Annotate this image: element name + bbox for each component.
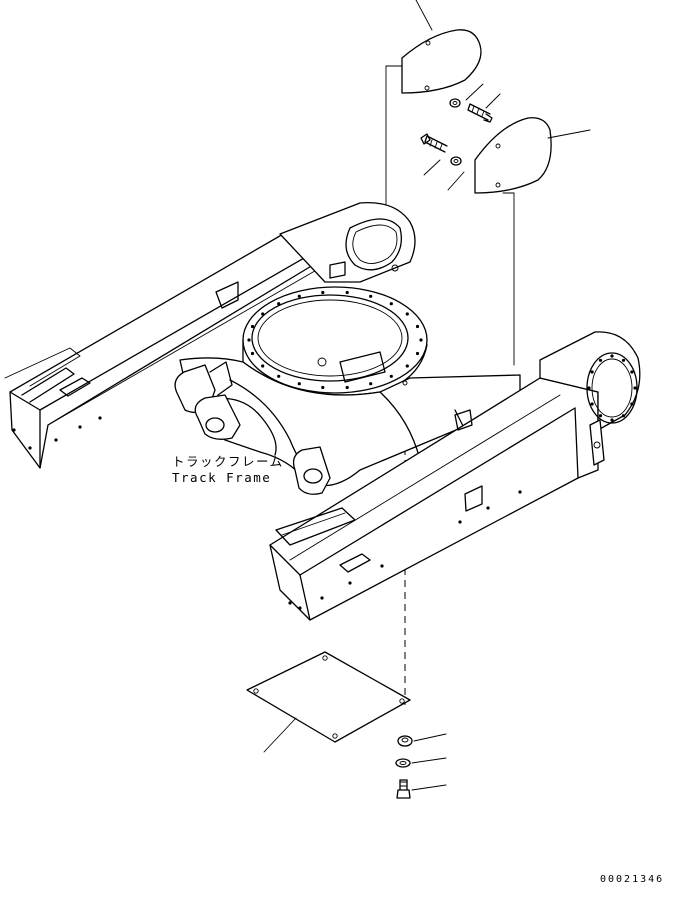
bolt-hole — [250, 324, 255, 329]
bolt-hole — [598, 414, 603, 418]
top-brackets — [329, 261, 473, 431]
bolt-hole — [250, 351, 255, 356]
bolt-hole — [345, 385, 349, 390]
front-left-housing — [279, 201, 416, 283]
bolt-hole — [345, 290, 349, 295]
bolt-hole — [261, 312, 265, 316]
bottom-nut — [397, 735, 413, 747]
bolt-hole — [630, 370, 634, 374]
bolt-hole — [610, 354, 614, 358]
bolt-hole — [610, 418, 614, 422]
blade-mount-brackets — [174, 361, 331, 495]
bolt-hole — [277, 374, 281, 378]
bolt-hole — [633, 386, 637, 390]
bolt-hole — [297, 382, 301, 386]
bolt-hole — [277, 302, 281, 306]
bolt-hole — [389, 374, 393, 378]
bolt-hole — [621, 414, 626, 418]
leader-lines-bottom — [263, 717, 447, 791]
bolt-hole — [321, 290, 325, 295]
bolt-hole — [321, 385, 325, 390]
bolt-hole — [297, 294, 301, 298]
bolt-hole — [369, 382, 373, 386]
bolt-hole — [405, 312, 409, 316]
track-frame-label-english: Track Frame — [172, 470, 272, 485]
bolt-hole — [247, 338, 251, 342]
bolt-hole — [590, 402, 594, 406]
top-cover-plate-right — [474, 117, 552, 194]
leader-lines-top — [415, 0, 591, 191]
bottom-bolt — [396, 779, 411, 799]
bolt-hole — [415, 324, 420, 329]
top-cover-plate-left — [401, 29, 482, 94]
bolt-hole — [419, 338, 423, 342]
bolt-hole — [389, 302, 393, 306]
rear-right-housing — [539, 331, 641, 466]
bottom-washer — [395, 758, 411, 768]
bolt-hole — [261, 364, 265, 368]
washer-upper-right — [449, 98, 461, 108]
drawing-code: 00021346 — [600, 874, 665, 885]
bolt-hole — [621, 358, 626, 362]
bolt-hole — [369, 294, 373, 298]
bolt-hole — [598, 358, 603, 362]
bolt-hole — [405, 364, 409, 368]
swing-circle-ring — [242, 286, 428, 396]
bolt-hole — [587, 386, 591, 390]
bolt-hole — [415, 351, 420, 356]
bolt-upper-right — [467, 103, 493, 123]
track-frame-label-japanese: トラックフレーム — [172, 454, 284, 469]
rear-housing-bolt-holes — [587, 354, 637, 422]
washer-upper-left — [450, 156, 462, 166]
bolt-hole — [590, 370, 594, 374]
bottom-cover-plate — [246, 651, 411, 743]
ring-bolt-holes — [247, 290, 423, 390]
bolt-upper-left — [420, 133, 448, 153]
bolt-hole — [630, 402, 634, 406]
